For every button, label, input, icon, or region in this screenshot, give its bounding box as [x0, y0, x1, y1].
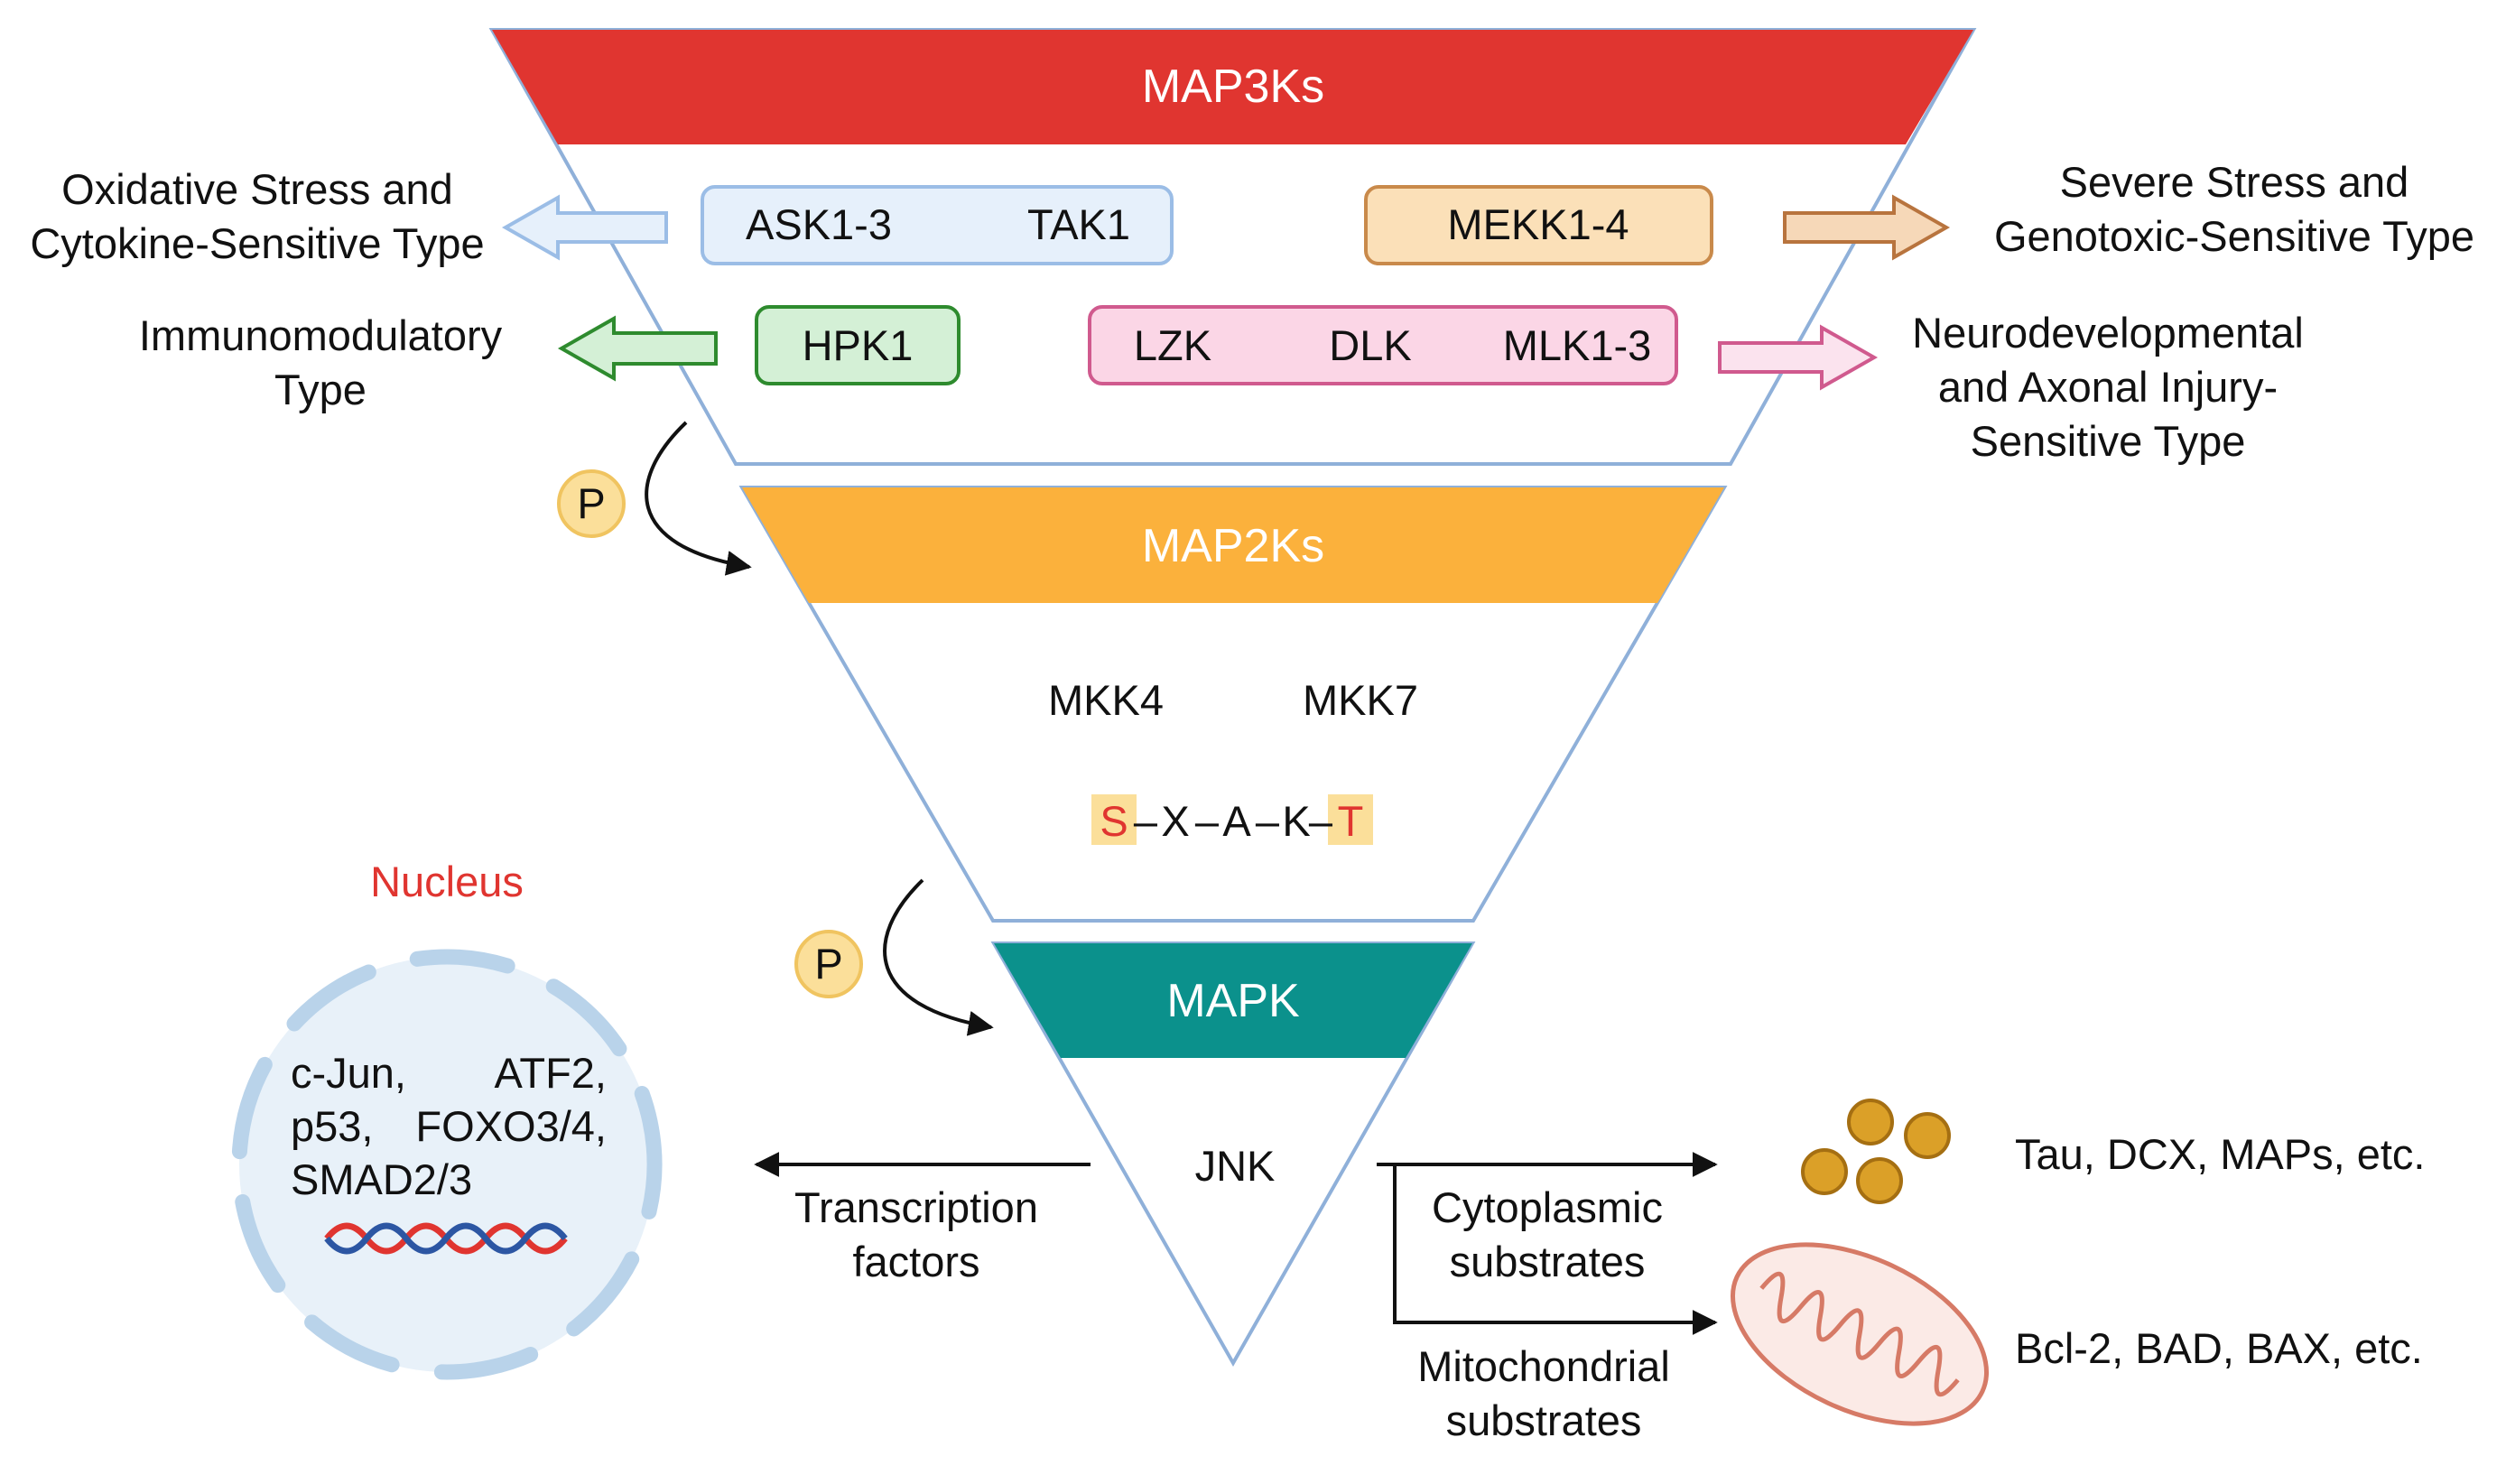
mapk-title: MAPK [1166, 975, 1300, 1027]
dlk-label: DLK [1329, 321, 1411, 369]
motif-dash-3: – [1256, 797, 1280, 845]
tf-atf2: ATF2, [495, 1049, 607, 1097]
nuclear-envelope [231, 949, 663, 1380]
severe-type-label: Severe Stress and Genotoxic-Sensitive Ty… [1994, 158, 2474, 260]
severe-arrow-icon [1783, 194, 1951, 261]
mapk-tier: MAPK JNK [990, 941, 1476, 1368]
nucleus-title: Nucleus [370, 858, 524, 905]
motif-t-highlight [1328, 794, 1373, 845]
neuro-type-label: Neurodevelopmental and Axonal Injury- Se… [1912, 309, 2304, 465]
mlk1-3-label: MLK1-3 [1503, 321, 1652, 369]
phosphate-icon-2 [794, 930, 863, 998]
motif-k: K [1282, 797, 1310, 845]
svg-text:Genotoxic-Sensitive Type: Genotoxic-Sensitive Type [1994, 212, 2474, 260]
tf-foxo: FOXO3/4, [415, 1102, 607, 1150]
sxakt-motif: S – X – A – K – T [1091, 794, 1373, 845]
svg-text:Neurodevelopmental: Neurodevelopmental [1912, 309, 2304, 357]
immuno-type-label: Immunomodulatory Type [139, 311, 503, 413]
hpk-group: HPK1 [755, 305, 961, 385]
svg-text:substrates: substrates [1446, 1396, 1642, 1444]
mekk1-4-label: MEKK1-4 [1447, 200, 1629, 248]
phosphorylation-step-1: P [557, 421, 752, 576]
map2k-title: MAP2Ks [1142, 520, 1324, 572]
svg-text:and Axonal Injury-: and Axonal Injury- [1938, 363, 2278, 411]
svg-text:Type: Type [274, 366, 367, 413]
hpk-box [755, 305, 961, 385]
oxidative-type-label: Oxidative Stress and Cytokine-Sensitive … [30, 165, 484, 267]
phosphate-label: P [577, 479, 605, 527]
output-arrows [754, 1152, 1718, 1335]
svg-text:Oxidative Stress and: Oxidative Stress and [61, 165, 453, 213]
phospho-arrow-1 [645, 421, 752, 576]
svg-text:substrates: substrates [1450, 1238, 1646, 1285]
motif-dash-1: – [1134, 797, 1158, 845]
motif-s-highlight [1091, 794, 1137, 845]
hpk1-label: HPK1 [803, 321, 914, 369]
motif-x: X [1161, 797, 1189, 845]
map2k-tier: MAP2Ks MKK4 MKK7 S – X – A – K – T [738, 486, 1728, 923]
svg-text:factors: factors [852, 1238, 979, 1285]
motif-t: T [1338, 797, 1364, 845]
nucleus-group: Nucleus c-Jun, ATF2, p53, FOXO3/4, SMAD2… [231, 858, 663, 1380]
phosphate-icon [557, 469, 626, 538]
immuno-arrow-icon [557, 315, 718, 382]
mkk4-label: MKK4 [1048, 676, 1164, 724]
cytoplasmic-targets: Tau, DCX, MAPs, etc. [2015, 1130, 2425, 1178]
svg-text:Cytoplasmic: Cytoplasmic [1432, 1183, 1663, 1231]
jnk-label: JNK [1195, 1142, 1276, 1190]
mkk7-label: MKK7 [1303, 676, 1418, 724]
mitochondrial-targets: Bcl-2, BAD, BAX, etc. [2015, 1324, 2423, 1372]
phosphorylation-step-2: P [794, 878, 994, 1036]
svg-text:Transcription: Transcription [794, 1183, 1038, 1231]
phosphate-label-2: P [814, 940, 842, 988]
ask-tak-box [701, 185, 1174, 265]
protein-cluster-icon [1801, 1099, 1951, 1204]
transcription-factors-label: Transcription factors [794, 1183, 1038, 1285]
tf-c-jun: c-Jun, [291, 1049, 406, 1097]
mlk-group: LZK DLK MLK1-3 [1088, 305, 1678, 385]
mlk-box [1088, 305, 1678, 385]
mekk-group: MEKK1-4 [1364, 185, 1713, 265]
neuro-arrow-icon [1718, 324, 1879, 391]
nucleus-body [239, 957, 654, 1372]
mapk-header-band [994, 943, 1472, 1058]
svg-text:Sensitive Type: Sensitive Type [1971, 417, 2246, 465]
tak1-label: TAK1 [1027, 200, 1130, 248]
svg-text:Immunomodulatory: Immunomodulatory [139, 311, 503, 359]
motif-a: A [1222, 797, 1251, 845]
svg-text:Mitochondrial: Mitochondrial [1417, 1342, 1670, 1390]
mekk-box [1364, 185, 1713, 265]
svg-text:Severe Stress and: Severe Stress and [2060, 158, 2409, 206]
ask1-3-label: ASK1-3 [746, 200, 892, 248]
lzk-label: LZK [1134, 321, 1211, 369]
mitochondrial-substrates-label: Mitochondrial substrates [1417, 1342, 1670, 1444]
oxidative-arrow-icon [501, 194, 668, 261]
mitochondrion-icon [1730, 1242, 1990, 1426]
map2k-header-band [742, 487, 1724, 603]
motif-s: S [1100, 797, 1128, 845]
phospho-arrow-2 [883, 878, 994, 1036]
motif-dash-4: – [1309, 797, 1333, 845]
tf-smad: SMAD2/3 [291, 1155, 472, 1203]
dna-icon [324, 1222, 568, 1255]
tf-p53: p53, [291, 1102, 373, 1150]
map3k-title: MAP3Ks [1142, 60, 1324, 113]
cytoplasmic-substrates-label: Cytoplasmic substrates [1432, 1183, 1663, 1285]
ask-tak-group: ASK1-3 TAK1 [701, 185, 1174, 265]
map3k-header-band [492, 30, 1973, 144]
motif-dash-2: – [1195, 797, 1220, 845]
svg-text:Cytokine-Sensitive Type: Cytokine-Sensitive Type [30, 219, 484, 267]
